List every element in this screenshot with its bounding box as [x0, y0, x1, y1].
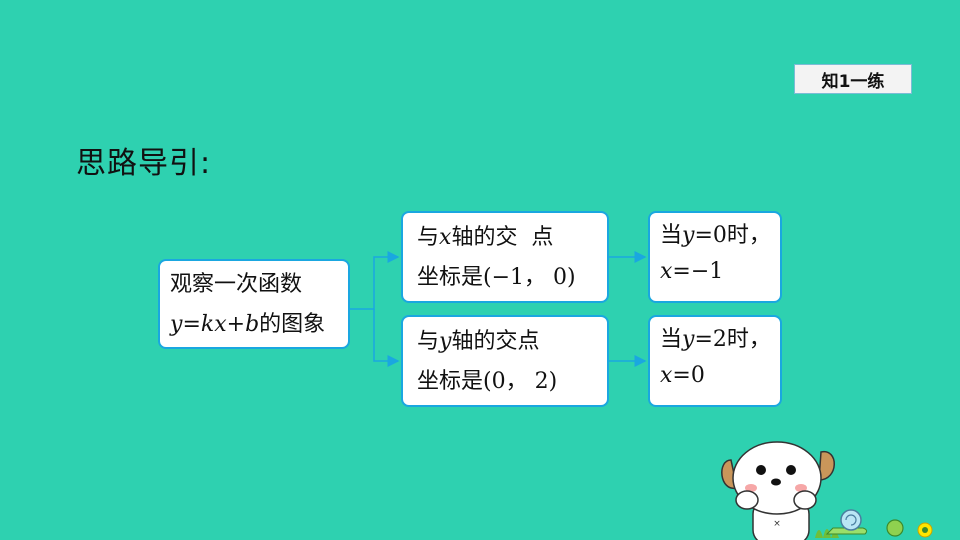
- source-line-2: y=kx+b的图象: [170, 312, 326, 337]
- page-heading: 思路导引:: [76, 146, 212, 181]
- source-line-1: 观察一次函数: [170, 272, 303, 297]
- branch-y-axis-box: 与y轴的交点 坐标是(0， 2): [401, 315, 609, 407]
- flower-icon: [917, 522, 933, 538]
- arrow-right-icon: [373, 309, 400, 367]
- branch-x-line-1: 与x轴的交 点: [417, 225, 554, 250]
- practice-tag: 知1一练: [794, 64, 912, 94]
- arrow-right-icon: [350, 251, 400, 310]
- result-x-line-1: 当y=0时，: [660, 223, 771, 248]
- result-y-line-1: 当y=2时，: [660, 327, 771, 352]
- svg-text:×: ×: [773, 519, 781, 529]
- result-y-line-2: x=0: [660, 363, 705, 388]
- dog-mascot-icon: ×: [721, 441, 933, 540]
- result-x-line-2: x=−1: [660, 259, 724, 284]
- result-x-box: 当y=0时， x=−1: [648, 211, 782, 303]
- branch-x-axis-box: 与x轴的交 点 坐标是(−1， 0): [401, 211, 609, 303]
- branch-y-line-2: 坐标是(0， 2): [417, 369, 558, 394]
- result-y-box: 当y=2时， x=0: [648, 315, 782, 407]
- source-box: 观察一次函数 y=kx+b的图象: [158, 259, 350, 349]
- snail-icon: [825, 509, 868, 535]
- branch-y-line-1: 与y轴的交点: [417, 329, 540, 354]
- branch-x-line-2: 坐标是(−1， 0): [417, 265, 576, 290]
